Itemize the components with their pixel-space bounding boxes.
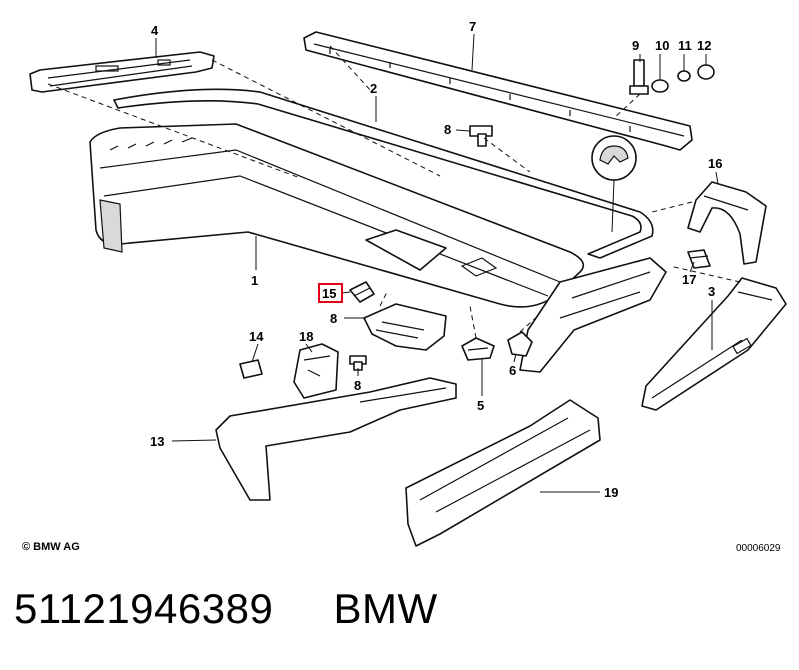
leader-lines <box>155 33 719 493</box>
part-16-clip[interactable] <box>349 281 375 303</box>
part-15-clip-nut[interactable] <box>239 359 263 379</box>
callout-1: 1 <box>251 273 258 288</box>
callout-10: 9 <box>632 38 639 53</box>
callout-3: 3 <box>708 284 715 299</box>
part-10-bolt[interactable] <box>629 59 649 95</box>
callout-13: 12 <box>697 38 711 53</box>
callout-15: 14 <box>249 329 264 344</box>
diagram-number: 00006029 <box>736 543 781 554</box>
part-8-screw-upper[interactable] <box>469 125 493 147</box>
part-9-cover-plate[interactable] <box>363 303 447 351</box>
part-6-clip[interactable] <box>507 331 533 357</box>
callout-8-upper: 8 <box>444 122 451 137</box>
part-1-bumper-cover[interactable] <box>89 123 585 308</box>
part-19-mount-bracket[interactable] <box>293 343 339 399</box>
part-12-spring-washer[interactable] <box>677 70 691 82</box>
part-number: 51121946389 <box>14 585 274 632</box>
callout-8-lower: 8 <box>354 378 361 393</box>
callout-14: 13 <box>150 434 164 449</box>
part-3-corner-trim[interactable] <box>641 277 787 411</box>
callout-16[interactable]: 15 <box>322 286 336 301</box>
callout-20: 19 <box>604 485 618 500</box>
part-7-trim-strip[interactable] <box>303 31 693 151</box>
detail-inset <box>591 135 637 233</box>
callout-12: 11 <box>678 38 692 53</box>
callout-4: 4 <box>151 23 159 38</box>
part-info-footer: 51121946389 BMW <box>14 585 438 633</box>
part-13-nut[interactable] <box>697 64 715 80</box>
callout-2: 2 <box>370 81 377 96</box>
alignment-lines <box>47 45 741 339</box>
part-18-clip[interactable] <box>687 249 711 269</box>
callout-5: 5 <box>477 398 484 413</box>
part-5-clip[interactable] <box>461 337 495 361</box>
callout-11: 10 <box>655 38 669 53</box>
callout-18: 17 <box>682 272 696 287</box>
callout-19: 18 <box>299 329 313 344</box>
brand-name: BMW <box>333 585 438 632</box>
callout-17: 16 <box>708 156 722 171</box>
part-17-bracket[interactable] <box>687 181 767 265</box>
highlight-box-16 <box>318 283 343 303</box>
copyright-notice: © BMW AG <box>22 541 80 553</box>
part-2-bumper-strip[interactable] <box>113 88 654 259</box>
callout-9: 8 <box>330 311 337 326</box>
callout-7: 7 <box>469 19 476 34</box>
part-20-undertray[interactable] <box>405 399 601 547</box>
part-8-screw-lower[interactable] <box>349 355 367 371</box>
part-14-guide-panel[interactable] <box>215 377 457 501</box>
parts-diagram: 4 7 2 8 9 10 11 12 16 17 3 1 15 8 6 5 14… <box>29 19 787 547</box>
part-11-washer[interactable] <box>651 79 669 93</box>
part-4-side-bracket[interactable] <box>29 51 215 93</box>
callout-6: 6 <box>509 363 516 378</box>
